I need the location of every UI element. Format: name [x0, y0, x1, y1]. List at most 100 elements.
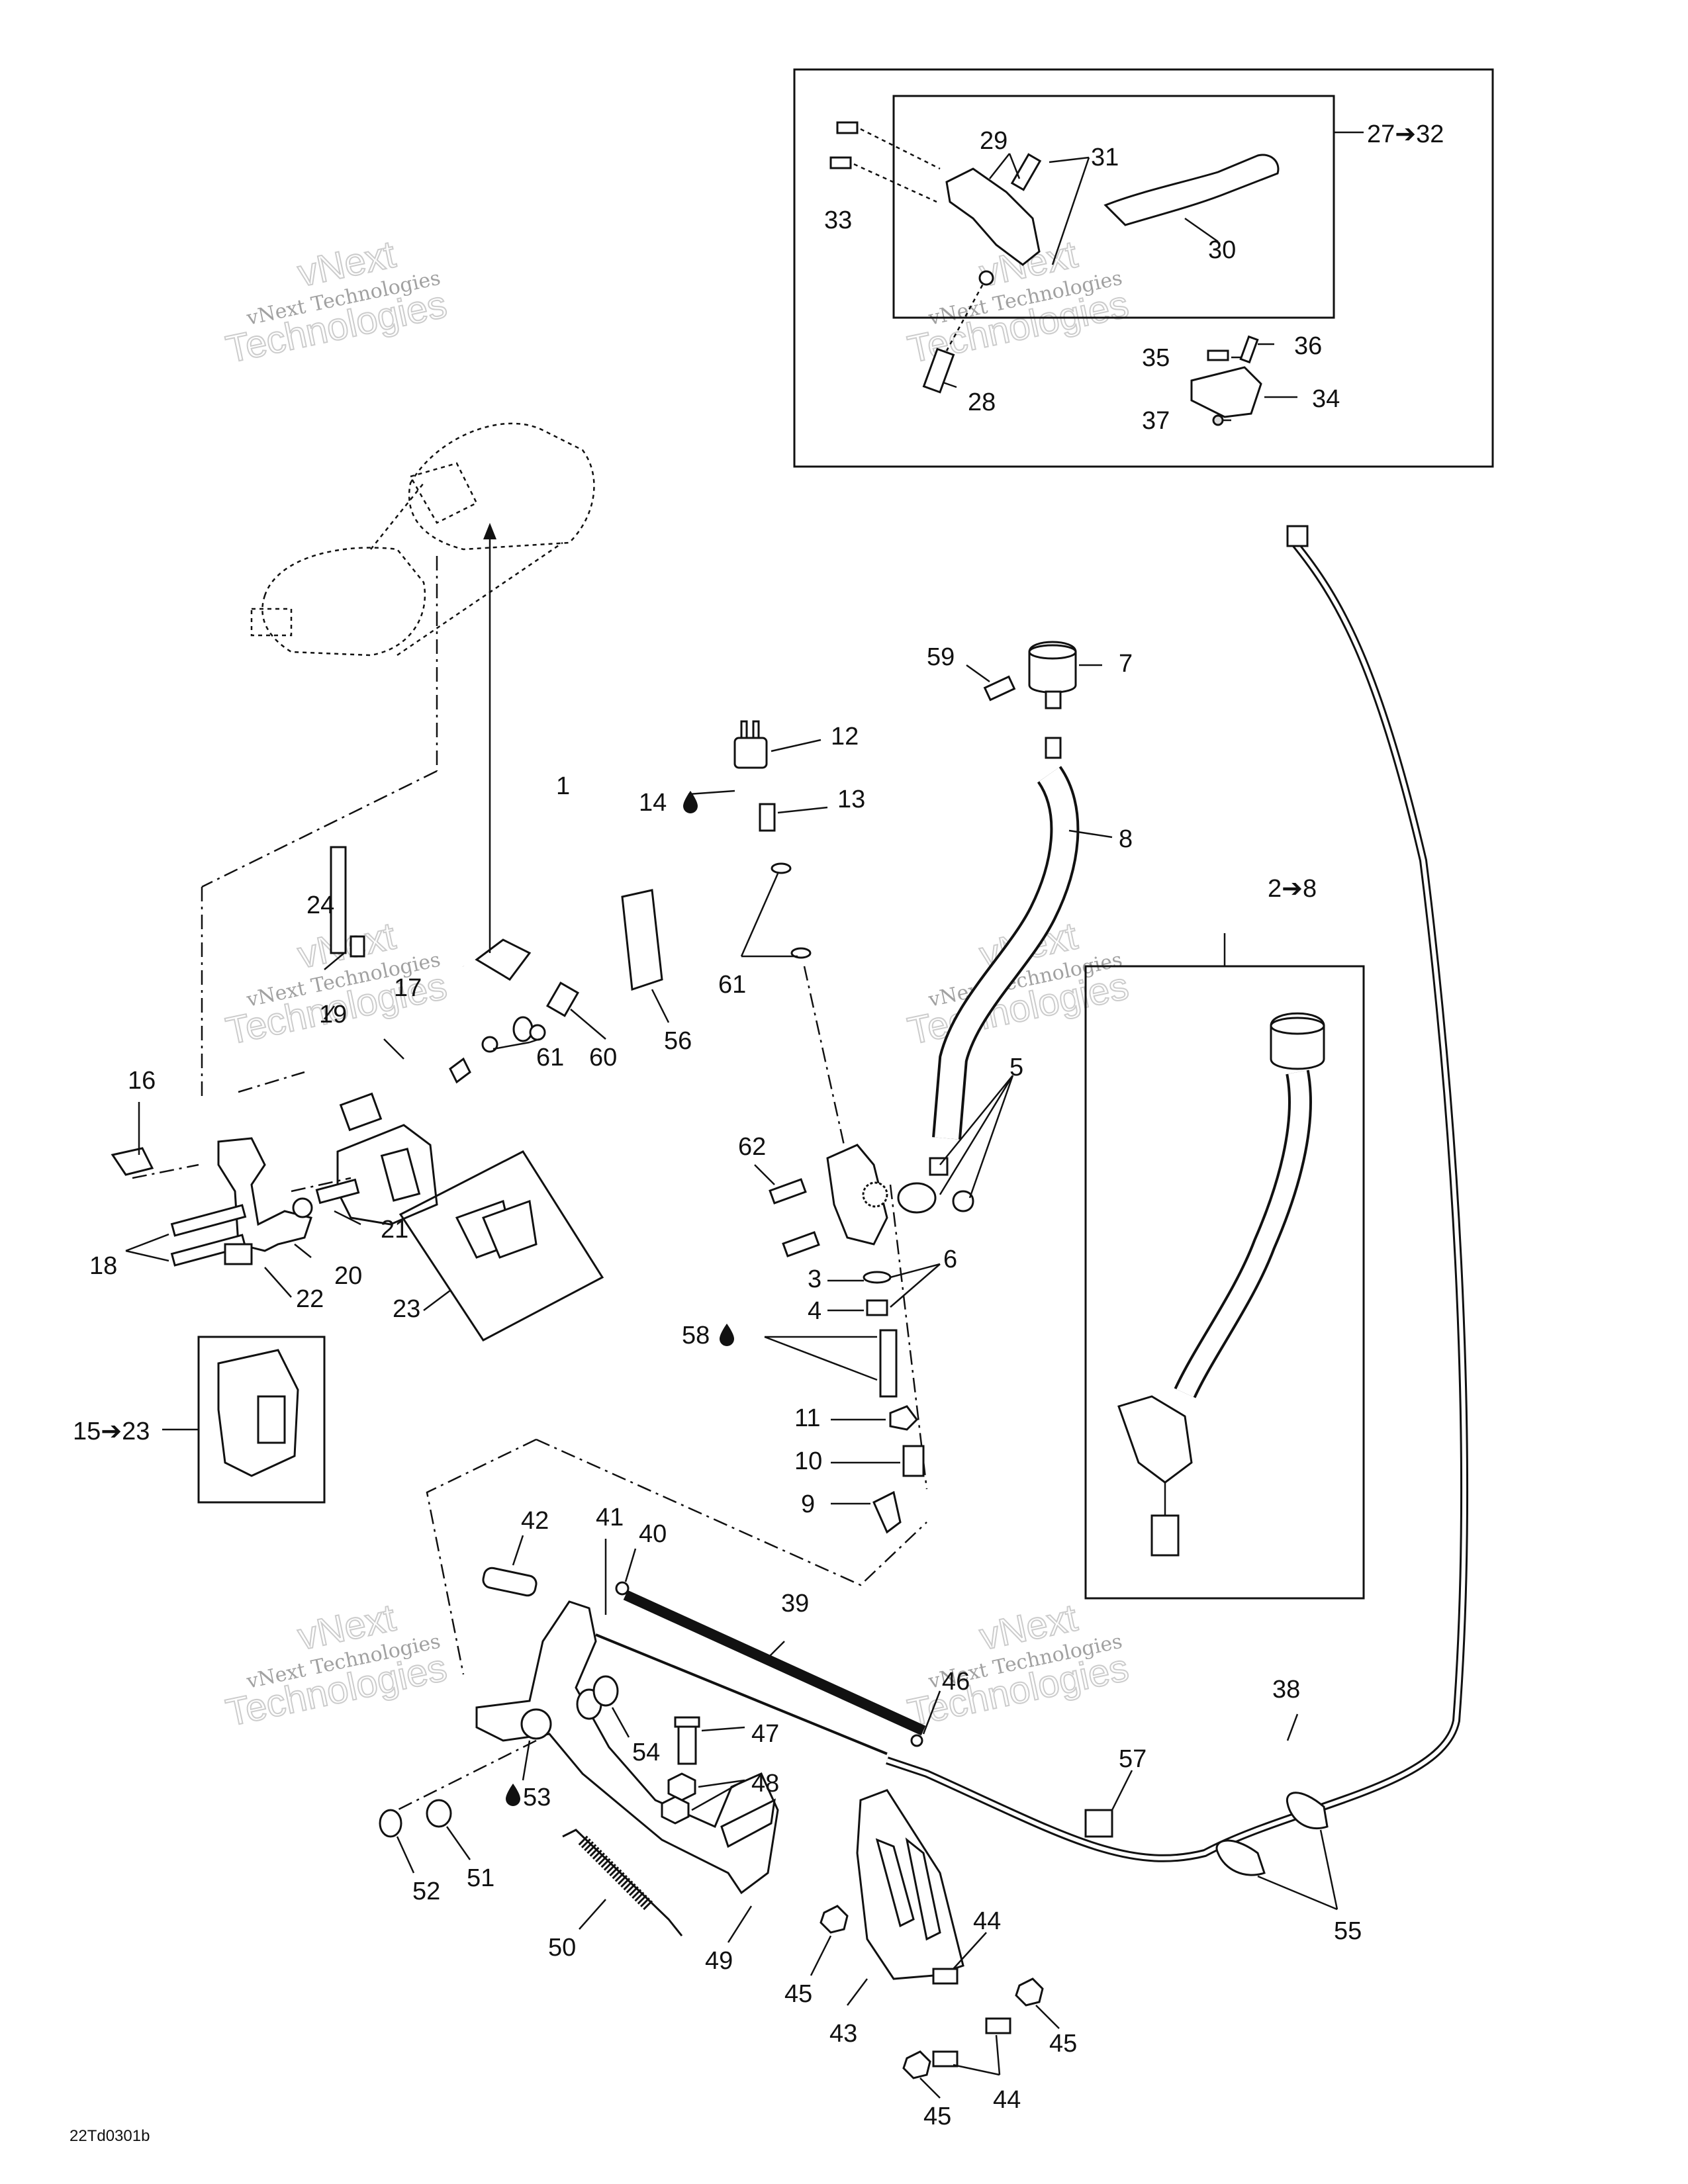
callout-29: 29: [980, 127, 1008, 155]
brake-pedal: [475, 1600, 779, 1895]
screw-24: [350, 935, 365, 958]
clevis-10: [902, 1445, 925, 1477]
callout-45c: 45: [923, 2103, 951, 2130]
callout-52: 52: [412, 1878, 440, 1905]
callout-33: 33: [824, 206, 852, 234]
callout-24: 24: [306, 891, 334, 919]
nut-48a: [667, 1772, 696, 1801]
banjo-fitting: [512, 1016, 534, 1042]
callout-13: 13: [837, 786, 865, 813]
bolt-62b: [782, 1231, 820, 1257]
callout-16: 16: [128, 1067, 156, 1095]
cable-end: [1286, 525, 1309, 547]
fitting-28: [922, 347, 955, 394]
callout-34: 34: [1312, 385, 1340, 413]
callout-39: 39: [781, 1590, 809, 1617]
callout-42: 42: [521, 1507, 549, 1535]
oil-drop-icons: [506, 791, 734, 1806]
nut-37: [1212, 414, 1224, 426]
callout-40: 40: [639, 1520, 667, 1548]
bolt-44c: [932, 2050, 959, 2068]
oil-drop-icon: [720, 1324, 734, 1346]
callout-62: 62: [738, 1133, 766, 1161]
callout-30: 30: [1208, 236, 1236, 264]
callout-11: 11: [794, 1404, 820, 1432]
callout-20: 20: [334, 1262, 362, 1290]
screw-33a: [836, 121, 859, 134]
callout-9: 9: [801, 1490, 815, 1518]
brake-pad-b: [482, 1199, 538, 1259]
callout-41: 41: [596, 1504, 624, 1531]
callout-61a: 61: [718, 971, 746, 999]
callout-36: 36: [1294, 332, 1322, 360]
callout-1: 1: [556, 772, 570, 800]
callout-54: 54: [632, 1739, 660, 1766]
brake-line-1: [461, 523, 910, 1053]
callout-15to23: 15➔23: [73, 1418, 150, 1445]
callout-61b: 61: [536, 1044, 564, 1071]
callout-57: 57: [1119, 1745, 1147, 1773]
cable-clip-57: [1084, 1809, 1113, 1838]
circlip-52: [379, 1809, 402, 1838]
callout-4: 4: [808, 1297, 821, 1325]
cable-clip-55b: [1286, 1792, 1329, 1830]
clamp-5: [929, 1157, 949, 1176]
callout-2to8: 2➔8: [1268, 875, 1317, 903]
callout-47: 47: [751, 1720, 779, 1748]
caliper-bracket: [217, 1137, 312, 1252]
pin-36: [1239, 335, 1259, 364]
callout-51: 51: [467, 1864, 494, 1892]
pin-18b: [170, 1234, 247, 1267]
boot-22: [224, 1243, 253, 1265]
nut-45c: [902, 2050, 931, 2079]
figure-code: 22Td0301b: [70, 2127, 150, 2145]
callout-44b: 44: [993, 2086, 1021, 2114]
fitting-5: [897, 1182, 937, 1214]
bolt-59: [983, 675, 1016, 702]
pivot-bolt-31: [1010, 153, 1042, 191]
callout-23: 23: [393, 1295, 420, 1323]
inset-lever-assembly: [793, 68, 1494, 468]
cap-17: [449, 1057, 471, 1084]
watermark-bl: vNext vNext Technologies Technologies: [222, 1596, 451, 1735]
push-rod-58: [879, 1329, 898, 1398]
callout-37: 37: [1142, 407, 1170, 435]
inset-caliper: [162, 1336, 326, 1504]
callout-44a: 44: [973, 1907, 1001, 1935]
bracket-43: [856, 1789, 964, 1980]
cotter-40: [615, 1581, 630, 1596]
watermark-tl: vNext vNext Technologies Technologies: [222, 232, 451, 372]
callout-60: 60: [589, 1044, 617, 1071]
bolt-13: [759, 803, 776, 832]
callout-12: 12: [831, 723, 859, 751]
callout-6: 6: [943, 1246, 957, 1273]
callout-45a: 45: [784, 1980, 812, 2008]
callout-5: 5: [1009, 1054, 1023, 1081]
washer-51: [426, 1799, 452, 1828]
callout-58: 58: [682, 1322, 710, 1349]
callout-59: 59: [927, 643, 955, 671]
spring-35: [1207, 349, 1229, 361]
callout-22: 22: [296, 1285, 324, 1313]
clip-16: [111, 1147, 154, 1176]
callout-7: 7: [1119, 650, 1133, 678]
callout-38: 38: [1272, 1676, 1300, 1704]
callout-45b: 45: [1049, 2030, 1077, 2058]
callout-8: 8: [1119, 825, 1133, 853]
callout-labels: 1 2➔8 3 4 5 6 7 8 9 10 11 12 13 14 15➔23…: [73, 120, 1444, 2130]
bolt-44b: [985, 2017, 1011, 2034]
callout-46: 46: [942, 1668, 970, 1696]
callout-10: 10: [794, 1447, 822, 1475]
banjo-bolt-60: [545, 981, 580, 1017]
inset-caliper-box: [197, 1336, 326, 1504]
oil-drop-icon: [683, 791, 698, 813]
pedal-assembly: [379, 1438, 1060, 2099]
callout-19: 19: [319, 1001, 347, 1028]
callout-48: 48: [751, 1770, 779, 1797]
hose-clamp: [1045, 737, 1062, 759]
pedal-tread-49: [720, 1798, 776, 1848]
pin-18a: [170, 1204, 247, 1237]
line-guard-56: [621, 889, 663, 991]
oil-drop-icon: [506, 1784, 520, 1806]
callout-18: 18: [89, 1252, 117, 1280]
